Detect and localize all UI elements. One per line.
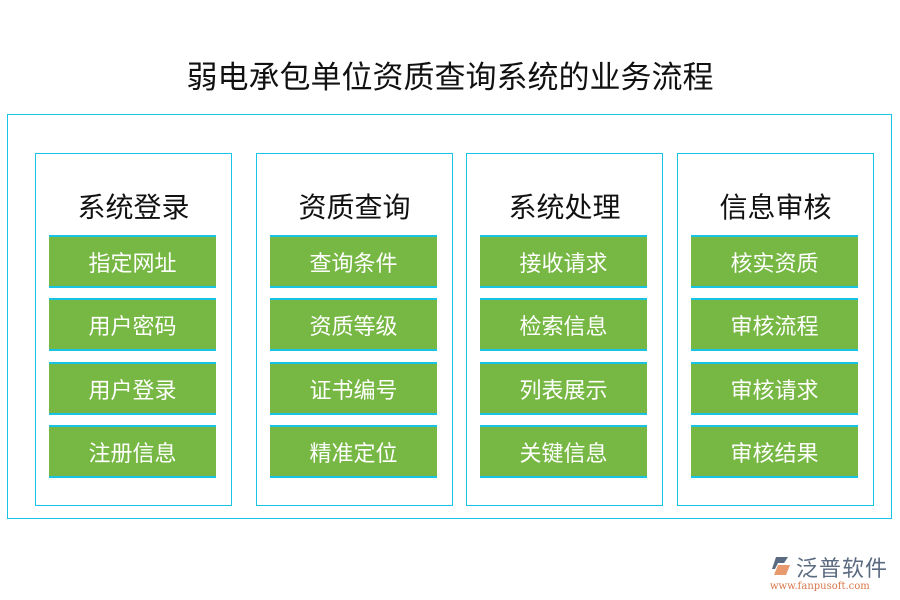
logo-name: 泛普软件: [796, 557, 889, 582]
logo-url: www.fanpusoft.com: [770, 581, 870, 592]
outer-frame: [7, 114, 892, 519]
column-heading: 系统登录: [77, 191, 190, 224]
step-box: 证书编号: [270, 362, 437, 415]
column-4: 信息审核核实资质审核流程审核请求审核结果: [677, 153, 874, 506]
step-box: 审核请求: [691, 362, 858, 415]
step-box: 审核流程: [691, 298, 858, 351]
step-box: 精准定位: [270, 425, 437, 478]
fanpu-logo-icon: [772, 557, 790, 575]
step-box: 用户登录: [49, 362, 216, 415]
step-box: 接收请求: [480, 235, 647, 288]
step-box: 检索信息: [480, 298, 647, 351]
column-heading: 资质查询: [298, 191, 411, 224]
column-3: 系统处理接收请求检索信息列表展示关键信息: [466, 153, 663, 506]
step-box: 注册信息: [49, 425, 216, 478]
step-box: 核实资质: [691, 235, 858, 288]
step-box: 资质等级: [270, 298, 437, 351]
step-box: 用户密码: [49, 298, 216, 351]
page-title: 弱电承包单位资质查询系统的业务流程: [186, 60, 714, 96]
step-box: 指定网址: [49, 235, 216, 288]
step-box: 查询条件: [270, 235, 437, 288]
column-heading: 信息审核: [719, 191, 832, 224]
logo: 泛普软件 www.fanpusoft.com: [770, 551, 895, 596]
step-box: 列表展示: [480, 362, 647, 415]
column-1: 系统登录指定网址用户密码用户登录注册信息: [35, 153, 232, 506]
column-heading: 系统处理: [508, 191, 621, 224]
column-2: 资质查询查询条件资质等级证书编号精准定位: [256, 153, 453, 506]
step-box: 审核结果: [691, 425, 858, 478]
step-box: 关键信息: [480, 425, 647, 478]
